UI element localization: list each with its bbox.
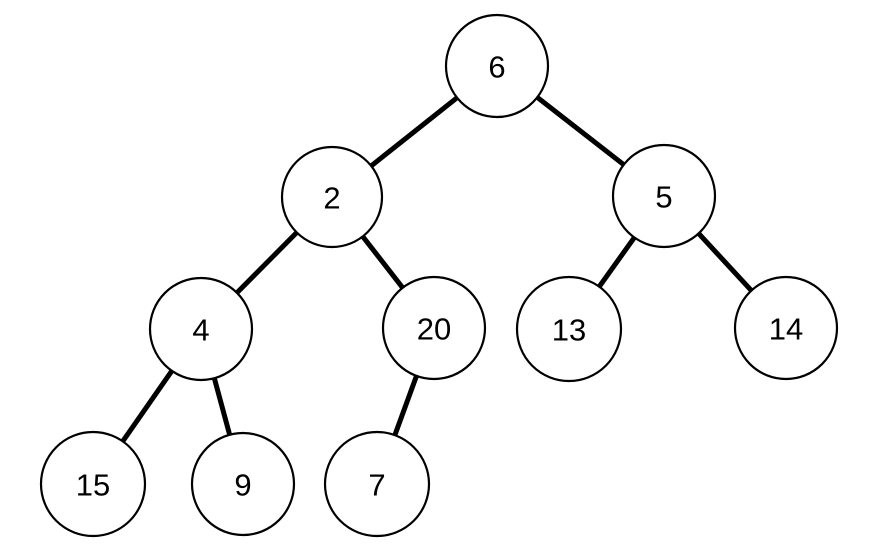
- tree-node[interactable]: 4: [148, 276, 254, 382]
- tree-edge: [534, 94, 627, 168]
- node-circle[interactable]: [280, 145, 384, 249]
- node-circle[interactable]: [39, 430, 147, 538]
- node-circle[interactable]: [515, 275, 623, 383]
- node-label: 15: [76, 468, 110, 503]
- node-circle[interactable]: [444, 13, 550, 119]
- node-label: 4: [192, 313, 209, 348]
- node-circle[interactable]: [190, 431, 296, 537]
- tree-node[interactable]: 9: [190, 431, 296, 537]
- node-circle[interactable]: [323, 430, 431, 538]
- node-label: 14: [769, 312, 803, 347]
- tree-node[interactable]: 2: [280, 145, 384, 249]
- node-circle[interactable]: [733, 275, 839, 381]
- tree-edge: [596, 235, 637, 289]
- node-label: 7: [368, 468, 385, 503]
- tree-edge: [696, 231, 754, 293]
- node-label: 5: [655, 180, 672, 215]
- node-circle[interactable]: [148, 276, 254, 382]
- tree-node[interactable]: 6: [444, 13, 550, 119]
- node-label: 9: [234, 468, 251, 503]
- node-label: 20: [417, 312, 451, 347]
- node-label: 6: [488, 50, 505, 85]
- tree-node[interactable]: 5: [611, 143, 717, 249]
- tree-node[interactable]: 7: [323, 430, 431, 538]
- tree-edge: [120, 368, 175, 444]
- node-label: 2: [323, 181, 340, 216]
- tree-node[interactable]: 13: [515, 275, 623, 383]
- nodes-layer: 6 2 5 4 20 13 14 15 9 7: [39, 13, 839, 538]
- node-circle[interactable]: [381, 275, 487, 381]
- tree-edge: [234, 230, 300, 296]
- tree-node[interactable]: 14: [733, 275, 839, 381]
- node-circle[interactable]: [611, 143, 717, 249]
- tree-edge: [360, 234, 406, 291]
- tree-edge: [368, 95, 460, 169]
- node-label: 13: [552, 313, 586, 348]
- tree-node[interactable]: 20: [381, 275, 487, 381]
- tree-node[interactable]: 15: [39, 430, 147, 538]
- tree-edge: [392, 374, 420, 437]
- tree-edge: [211, 376, 233, 437]
- edges-layer: [120, 94, 754, 444]
